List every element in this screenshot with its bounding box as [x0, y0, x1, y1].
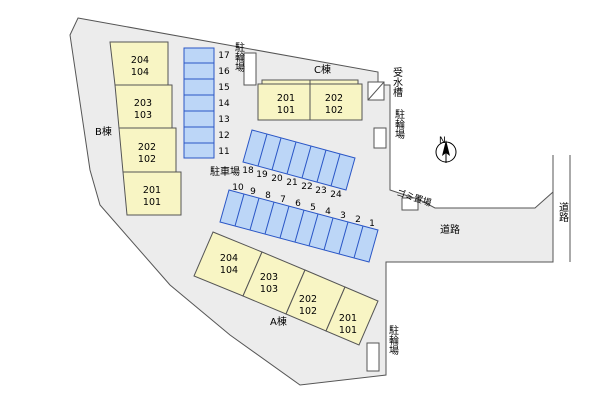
building-a: 204 104 203 103 202 102 201 101 — [193, 231, 379, 346]
parking-column — [183, 47, 215, 159]
bicycle-parking-bottom — [366, 342, 380, 372]
space-19: 19 — [256, 170, 268, 180]
space-9: 9 — [250, 187, 256, 197]
space-14: 14 — [218, 99, 230, 109]
bicycle-parking-top — [243, 52, 257, 86]
space-16: 16 — [218, 67, 230, 77]
space-10: 10 — [232, 183, 244, 193]
bicycle-label-top: 駐輪場 — [233, 41, 245, 73]
parking-row-upper — [242, 129, 356, 191]
b-unit-1-upper: 204 — [131, 55, 149, 66]
building-a-label: A棟 — [270, 315, 287, 328]
space-23: 23 — [315, 186, 326, 196]
building-b-label: B棟 — [95, 125, 112, 138]
a-unit-2-upper: 203 — [260, 272, 278, 283]
space-15: 15 — [218, 83, 229, 93]
space-7: 7 — [280, 195, 286, 205]
parking-row-lower — [219, 189, 379, 263]
bicycle-label-right: 駐輪場 — [393, 108, 405, 140]
building-b: 204 104 203 103 202 102 201 101 — [109, 41, 182, 216]
building-c-label: C棟 — [314, 63, 331, 76]
c-unit-1-lower: 101 — [277, 105, 295, 116]
building-c: 201 101 202 102 — [257, 79, 363, 121]
bicycle-label-bottom: 駐輪場 — [387, 324, 399, 356]
parking-label: 駐車場 — [210, 165, 240, 178]
c-unit-1-upper: 201 — [277, 93, 295, 104]
space-2: 2 — [355, 215, 361, 225]
compass-icon: N — [435, 136, 457, 163]
a-unit-1-upper: 204 — [220, 253, 238, 264]
b-unit-2-lower: 103 — [134, 110, 152, 121]
space-13: 13 — [218, 115, 229, 125]
space-1: 1 — [369, 219, 375, 229]
road-label-vertical: 道路 — [557, 201, 569, 223]
road-label-horizontal: 道路 — [440, 223, 460, 236]
space-21: 21 — [286, 178, 297, 188]
c-unit-2-upper: 202 — [325, 93, 343, 104]
space-6: 6 — [295, 199, 301, 209]
compass-letter: N — [439, 136, 446, 146]
space-17: 17 — [218, 51, 229, 61]
space-20: 20 — [271, 174, 283, 184]
c-unit-2-lower: 102 — [325, 105, 343, 116]
b-unit-1-lower: 104 — [131, 67, 149, 78]
a-unit-4-lower: 101 — [339, 325, 357, 336]
space-8: 8 — [265, 191, 271, 201]
b-unit-3-lower: 102 — [138, 154, 156, 165]
a-unit-4-upper: 201 — [339, 313, 357, 324]
space-3: 3 — [340, 211, 346, 221]
a-unit-3-lower: 102 — [299, 306, 317, 317]
space-24: 24 — [330, 190, 342, 200]
a-unit-3-upper: 202 — [299, 294, 317, 305]
a-unit-1-lower: 104 — [220, 265, 238, 276]
garbage-area-icon — [401, 197, 419, 211]
b-unit-4-lower: 101 — [143, 197, 161, 208]
space-12: 12 — [218, 131, 229, 141]
water-tank-label: 受水槽 — [391, 67, 403, 98]
space-18: 18 — [242, 166, 254, 176]
b-unit-2-upper: 203 — [134, 98, 152, 109]
bicycle-parking-right — [373, 127, 387, 149]
space-22: 22 — [301, 182, 312, 192]
space-11: 11 — [218, 147, 229, 157]
space-4: 4 — [325, 207, 331, 217]
b-unit-3-upper: 202 — [138, 142, 156, 153]
space-5: 5 — [310, 203, 316, 213]
b-unit-4-upper: 201 — [143, 185, 161, 196]
a-unit-2-lower: 103 — [260, 284, 278, 295]
